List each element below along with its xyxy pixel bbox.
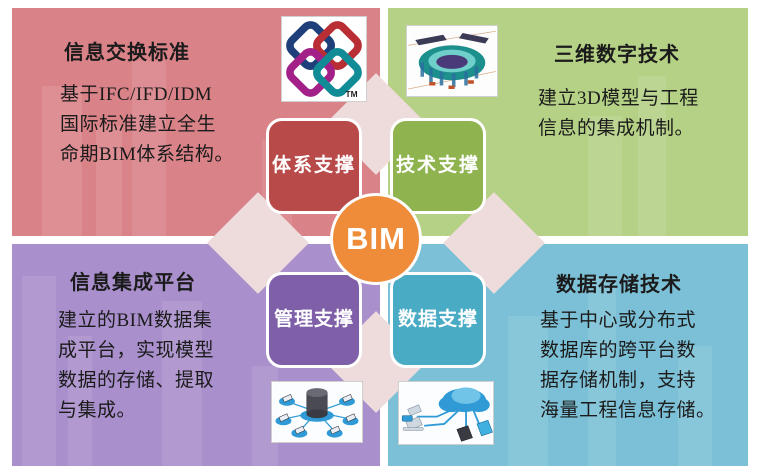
building-watermark — [388, 8, 748, 236]
quadrant-body: 建立3D模型与工程 信息的集成机制。 — [538, 88, 699, 139]
center-box-label: 体系支撑 — [271, 155, 356, 176]
quadrant-body: 建立的BIM数据集 成平台，实现模型 数据的存储、提取 与集成。 — [58, 310, 215, 421]
stadium-3d-model-image — [406, 25, 498, 97]
center-box-technology-support[interactable]: 技术支撑 — [390, 118, 486, 214]
bim-center-label: BIM — [346, 221, 406, 256]
database-network-image — [271, 381, 363, 443]
buildingsmart-logo-image: TM — [281, 16, 367, 102]
building-watermark — [12, 244, 380, 466]
quadrant-body: 基于IFC/IFD/IDM 国际标准建立全生 命期BIM体系结构。 — [60, 84, 234, 165]
center-box-system-support[interactable]: 体系支撑 — [266, 118, 362, 214]
quadrant-title: 三维数字技术 — [554, 44, 680, 66]
center-box-data-support[interactable]: 数据支撑 — [390, 272, 486, 368]
bim-center-circle[interactable]: BIM — [330, 193, 422, 285]
center-box-management-support[interactable]: 管理支撑 — [266, 272, 362, 368]
quadrant-title: 信息交换标准 — [64, 42, 190, 64]
quadrant-title: 数据存储技术 — [556, 274, 682, 296]
center-box-label: 管理支撑 — [273, 309, 354, 330]
quadrant-body: 基于中心或分布式 数据库的跨平台数 据存储机制，支持 海量工程信息存储。 — [540, 310, 716, 421]
quadrant-title: 信息集成平台 — [70, 272, 196, 294]
center-box-label: 数据支撑 — [397, 309, 478, 330]
building-watermark — [388, 244, 748, 466]
cloud-storage-image — [398, 381, 494, 445]
svg-text:TM: TM — [346, 89, 358, 99]
center-box-label: 技术支撑 — [395, 155, 480, 176]
